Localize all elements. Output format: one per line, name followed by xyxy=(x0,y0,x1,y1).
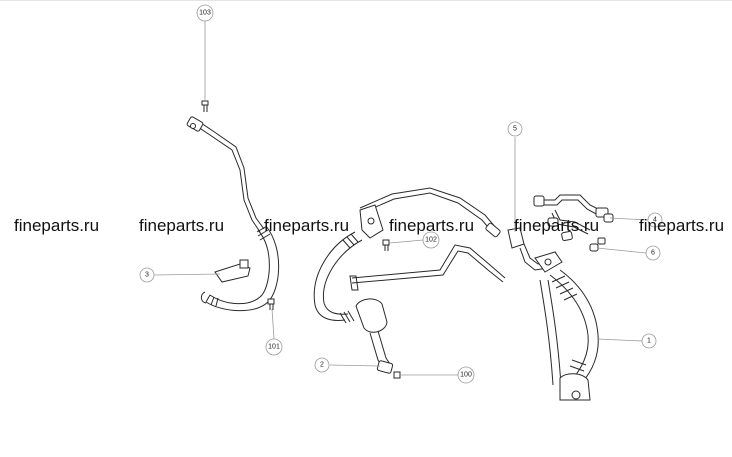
callout-103-label: 103 xyxy=(199,10,211,17)
callout-102: 102 xyxy=(422,231,440,249)
top-border xyxy=(0,0,732,1)
part-101-bolt[interactable] xyxy=(267,298,275,310)
part-100-nut[interactable] xyxy=(393,371,401,379)
callout-3: 3 xyxy=(139,267,155,283)
callout-4-label: 4 xyxy=(653,217,657,224)
part-6-fitting[interactable] xyxy=(589,237,606,252)
part-103-bolt[interactable] xyxy=(201,100,209,112)
part-3-ac-line[interactable] xyxy=(186,116,280,312)
watermark-text: fineparts.ru xyxy=(389,216,475,235)
watermark-text: fineparts.ru xyxy=(639,216,725,235)
watermark-text: fineparts.ru xyxy=(139,216,225,235)
callout-3-label: 3 xyxy=(145,272,149,279)
callout-103: 103 xyxy=(196,4,214,22)
watermark-text: fineparts.ru xyxy=(14,216,100,235)
callout-102-label: 102 xyxy=(425,237,437,244)
callout-5-label: 5 xyxy=(513,126,517,133)
callout-6: 6 xyxy=(645,245,661,261)
callout-2-label: 2 xyxy=(320,362,324,369)
watermark-text: fineparts.ru xyxy=(264,216,350,235)
part-2-hose-assembly[interactable] xyxy=(313,187,506,374)
callout-101: 101 xyxy=(265,338,283,356)
watermark-text: fineparts.ru xyxy=(514,216,600,235)
callout-100: 100 xyxy=(457,366,475,384)
callout-1: 1 xyxy=(641,333,657,349)
callout-6-label: 6 xyxy=(651,250,655,257)
callout-101-label: 101 xyxy=(268,344,280,351)
callout-2: 2 xyxy=(314,357,330,373)
callout-4: 4 xyxy=(647,212,663,228)
callout-5: 5 xyxy=(507,121,523,137)
callout-100-label: 100 xyxy=(460,372,472,379)
leader-lines xyxy=(153,21,649,376)
callout-1-label: 1 xyxy=(647,338,651,345)
part-102-bolt[interactable] xyxy=(382,239,390,251)
